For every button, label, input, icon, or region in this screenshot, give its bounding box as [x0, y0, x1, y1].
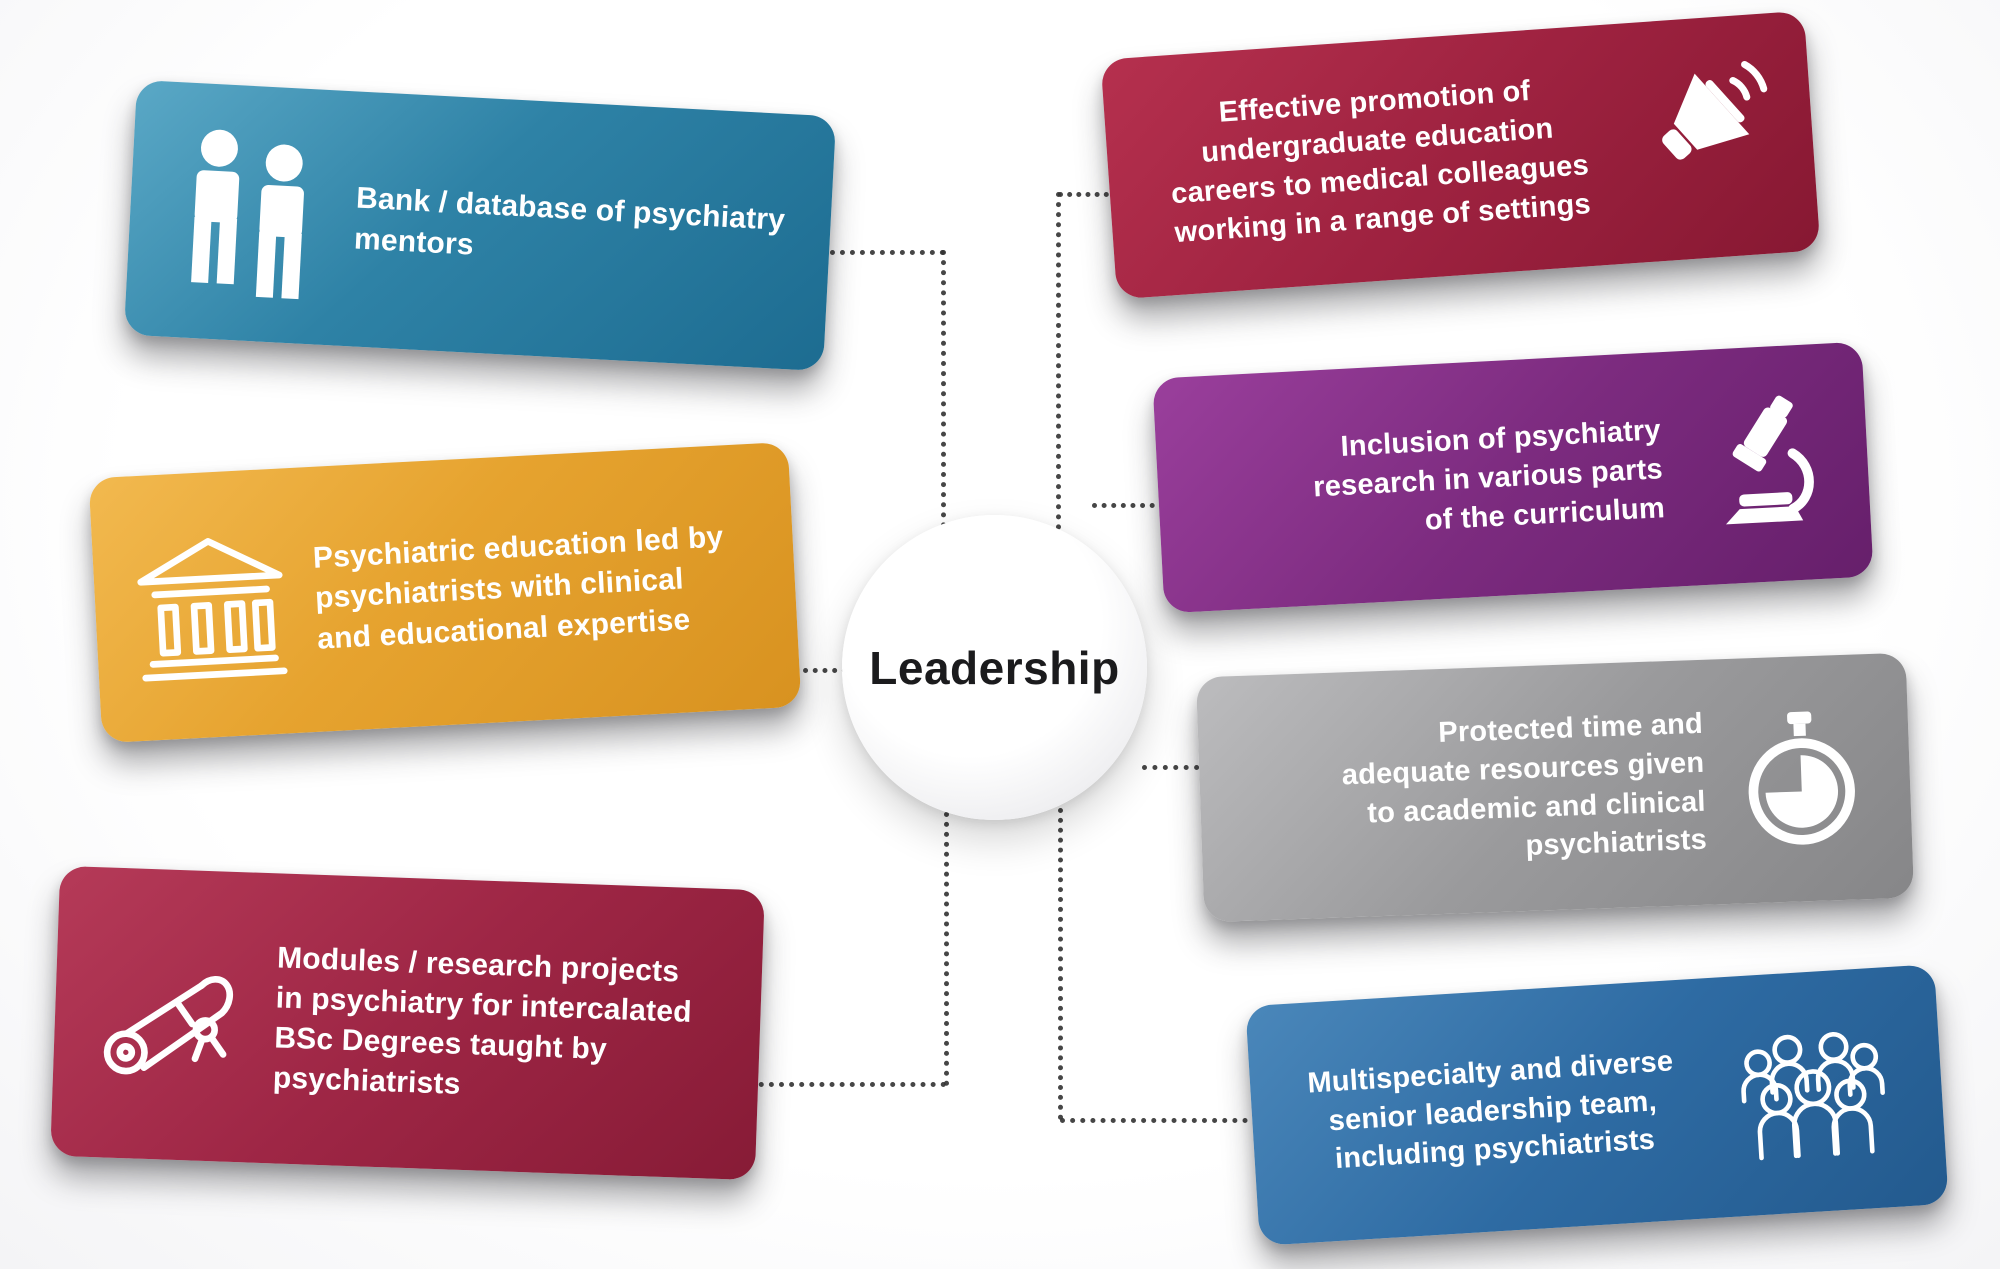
megaphone-icon — [1630, 45, 1779, 194]
card-education-led: Psychiatric education led by psychiatris… — [88, 441, 802, 744]
microscope-icon — [1683, 388, 1835, 540]
scroll-icon — [88, 930, 254, 1100]
card-protected-time: Protected time and adequate resources gi… — [1195, 652, 1915, 923]
card-leadership-team-label: Multispecialty and diverse senior leader… — [1306, 1045, 1675, 1176]
connector-promotion-horizontal — [1058, 192, 1118, 197]
card-modules-label: Modules / research projects in psychiatr… — [272, 941, 693, 1102]
bank-building-icon — [128, 526, 296, 684]
connector-mentors-horizontal — [800, 250, 945, 255]
card-mentors: Bank / database of psychiatry mentors — [123, 79, 837, 372]
card-protected-time-label: Protected time and adequate resources gi… — [1341, 707, 1708, 863]
connector-research-horizontal — [1092, 503, 1174, 508]
connector-leadership-team-vertical — [1058, 808, 1063, 1120]
center-label: Leadership — [869, 641, 1120, 694]
stopwatch-icon — [1726, 701, 1876, 856]
card-education-led-label: Psychiatric education led by psychiatris… — [312, 520, 725, 656]
people-pair-icon — [162, 123, 336, 303]
card-modules: Modules / research projects in psychiatr… — [50, 865, 765, 1181]
card-mentors-label: Bank / database of psychiatry mentors — [353, 181, 786, 262]
connector-modules-vertical — [944, 802, 949, 1086]
connector-mentors-vertical — [941, 250, 946, 558]
card-research-inclusion: Inclusion of psychiatry research in vari… — [1152, 341, 1874, 614]
connector-promotion-vertical — [1056, 192, 1061, 560]
center-node: Leadership — [842, 515, 1147, 820]
card-promotion-label: Effective promotion of undergraduate edu… — [1170, 75, 1592, 249]
connector-modules-horizontal — [688, 1082, 946, 1087]
connector-protected-time-horizontal — [1142, 765, 1220, 770]
card-promotion: Effective promotion of undergraduate edu… — [1100, 10, 1821, 300]
card-research-inclusion-label: Inclusion of psychiatry research in vari… — [1312, 414, 1666, 537]
card-leadership-team: Multispecialty and diverse senior leader… — [1245, 964, 1949, 1246]
connector-leadership-team-horizontal — [1060, 1118, 1268, 1123]
people-group-icon — [1717, 1019, 1910, 1165]
